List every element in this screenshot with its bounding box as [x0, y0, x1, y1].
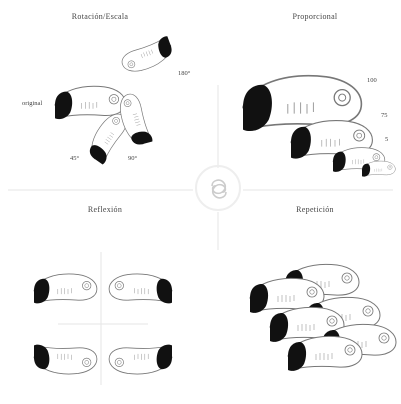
beak-rotated-180-shape: [118, 36, 175, 76]
repetition-panel: [250, 264, 396, 371]
label-scale-50: 5: [385, 136, 388, 143]
proportional-panel: [243, 76, 395, 177]
beak-rotated-90-shape: [116, 91, 153, 147]
label-scale-75: 75: [381, 112, 388, 119]
reflection-top-left-shape: [34, 274, 97, 303]
reflection-top-right-shape: [109, 274, 172, 303]
repeat-row3-b-shape: [288, 336, 362, 371]
center-spiral-emblem: [196, 166, 240, 210]
rotation-panel-title: Rotación/Escala: [72, 12, 128, 21]
label-180-degrees: 180°: [178, 70, 190, 77]
label-original: original: [22, 100, 42, 107]
repetition-panel-title: Repetición: [296, 205, 334, 214]
rotation-panel: [55, 36, 175, 165]
label-scale-100: 100: [367, 77, 377, 84]
reflection-bottom-left-shape: [34, 345, 97, 374]
reflection-bottom-right-shape: [109, 345, 172, 374]
proportional-panel-title: Proporcional: [293, 12, 338, 21]
label-45-degrees: 45°: [70, 155, 79, 162]
reflection-panel-title: Reflexión: [88, 205, 122, 214]
beak-original-shape: [55, 86, 125, 119]
reflection-panel: [34, 252, 172, 385]
label-90-degrees: 90°: [128, 155, 137, 162]
